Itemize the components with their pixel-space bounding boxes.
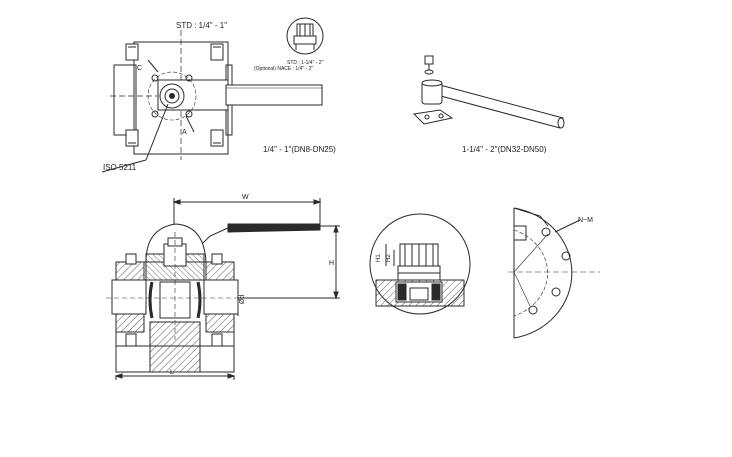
dim-d-label: Ød	[239, 295, 246, 304]
angle-a-label: A	[182, 129, 187, 136]
callout-nace: (Optional) NACE : 1/4" - 2"	[254, 66, 313, 72]
top-view-small	[101, 30, 323, 173]
front-section-view	[106, 198, 340, 380]
angle-c-label: C	[137, 65, 142, 72]
callout-nut-detail	[286, 17, 324, 55]
dim-nm-label: N~M	[578, 217, 593, 224]
dim-l-label: L	[170, 369, 174, 376]
flange-half-view	[508, 207, 600, 339]
large-handle-iso	[412, 55, 565, 129]
dim-h-label: H	[329, 260, 334, 267]
callout-std: STD : 1-1/4" - 2"	[287, 60, 324, 66]
caption-large: 1-1/4" - 2"(DN32-DN50)	[462, 145, 547, 154]
detail-circle-view	[369, 213, 471, 315]
top-view-left-end	[113, 64, 137, 136]
std-top-label: STD : 1/4" - 1"	[176, 21, 227, 30]
dim-w-label: W	[242, 194, 249, 201]
dim-h2-label: H2	[386, 254, 392, 262]
dim-h1-label: H1	[376, 254, 382, 262]
iso-label: ISO 5211	[103, 163, 137, 172]
caption-small: 1/4" - 1"(DN8-DN25)	[263, 145, 336, 154]
handle-lever	[225, 84, 323, 106]
